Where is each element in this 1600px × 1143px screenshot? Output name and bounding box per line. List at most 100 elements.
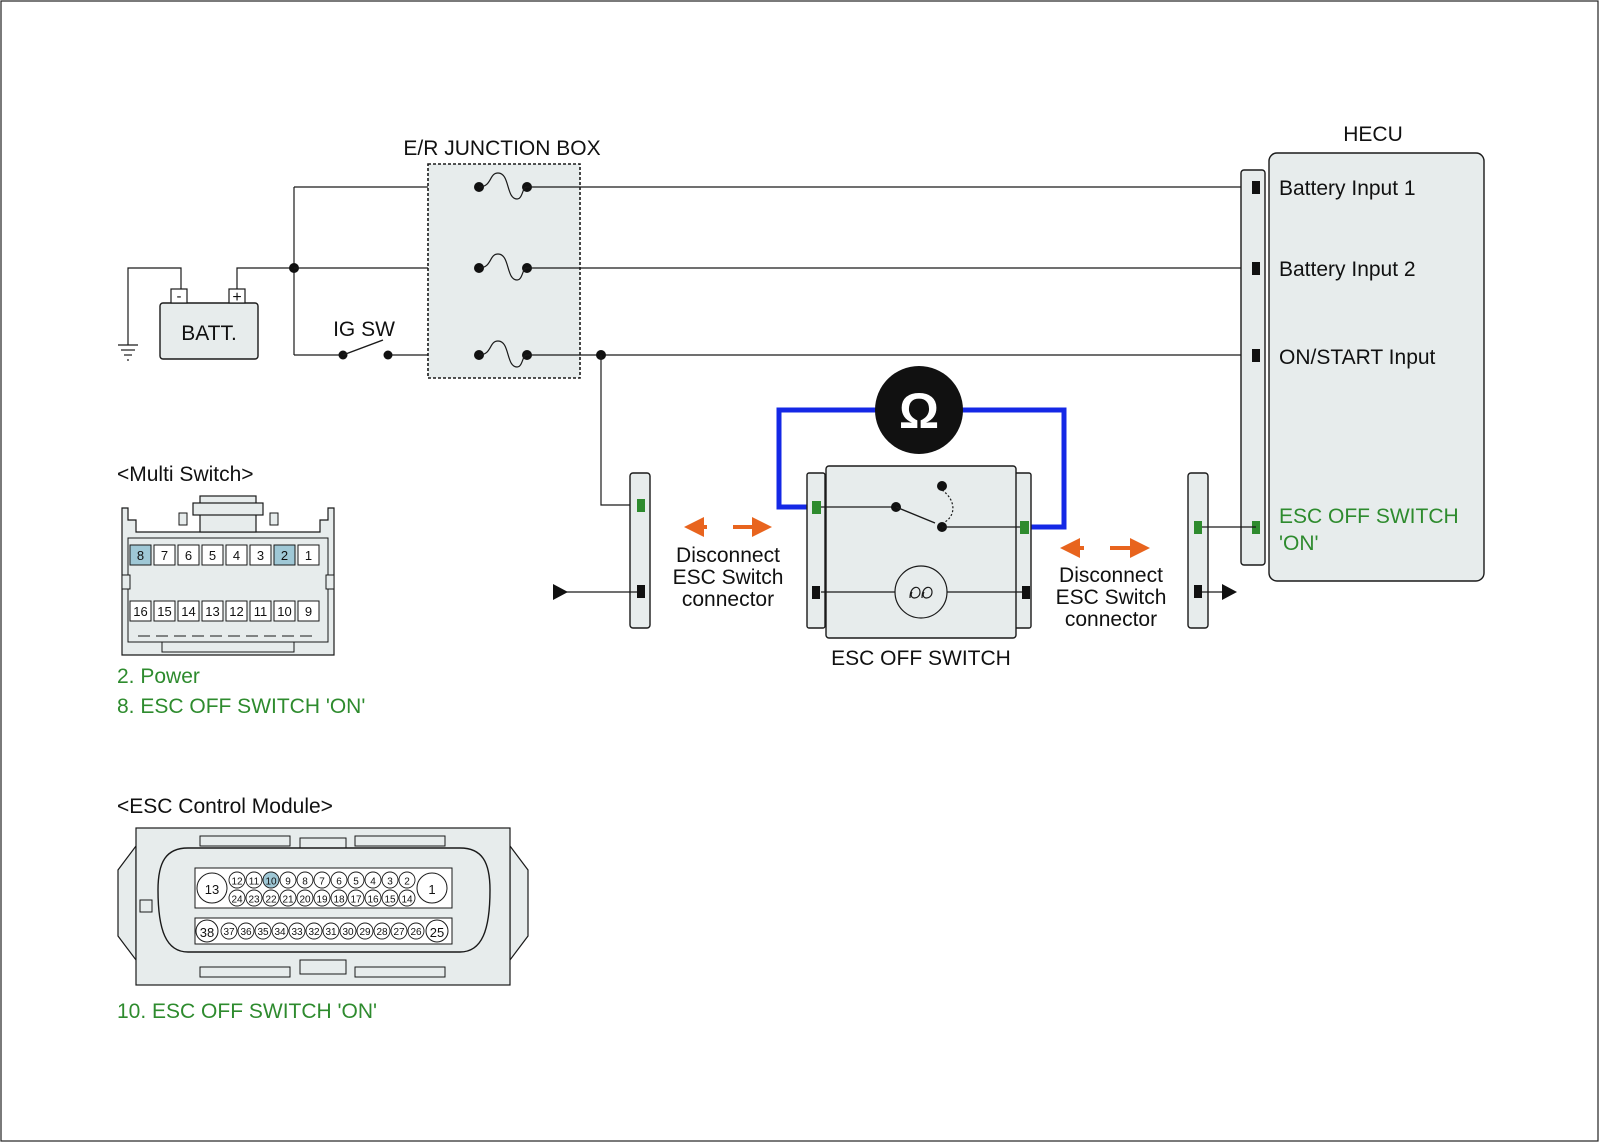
esc-module-pin-cell [245,871,263,889]
multi-switch-pin-2: 2 [281,548,288,563]
esc-module-pin-cell [398,871,416,889]
esc-module-pin-10: 10 [265,877,277,888]
multi-switch-pin-12: 12 [229,604,243,619]
right-disconnect-line-1: Disconnect [1059,564,1163,587]
esc-module-pin-cell [364,889,382,907]
multi-switch-pin-cell [201,544,224,566]
multi-switch-pin-cell [273,544,296,566]
multi-switch-pin-7: 7 [161,548,168,563]
esc-module-pin-cell [381,889,399,907]
esc-module-pin-cell [296,871,314,889]
lamp-icon [894,565,948,619]
multi-switch-pin-cell [297,544,320,566]
hecu-body [1268,152,1485,582]
esc-module-pin-3: 3 [387,877,393,888]
esc-module-pin-cell [245,889,263,907]
ground-icon [118,344,138,361]
esc-pin-13: 13 [205,882,219,897]
arrow-out-icon [1222,584,1237,600]
esc-module-pin-12: 12 [231,877,243,888]
esc-module-pin-15: 15 [384,895,396,906]
esc-module-pin-cell [356,922,374,940]
esc-module-pin-cell [322,922,340,940]
esc-off-switch: Ω ESC OFF SWITCH [776,366,1067,670]
esc-module-pin-cell [330,871,348,889]
esc-module-pin-7: 7 [319,877,325,888]
multi-switch-pin-cell [129,544,152,566]
esc-switch-body [825,465,1017,639]
battery-plus-sign: + [232,289,241,306]
esc-module-pin-cell [279,871,297,889]
multi-switch-pin-3: 3 [257,548,264,563]
multi-switch-pin-8: 8 [137,548,144,563]
right-disconnect-indicator: Disconnect ESC Switch connector [1056,538,1167,631]
esc-module-pin-cell [288,922,306,940]
multi-switch-note-2: 8. ESC OFF SWITCH 'ON' [117,695,365,718]
battery [159,302,259,360]
esc-module-pin-20: 20 [299,895,311,906]
esc-module-pin-17: 17 [350,895,362,906]
esc-module-pin-26: 26 [410,927,422,938]
esc-module-pin-cell [313,871,331,889]
esc-module-pin-cell [347,871,365,889]
multi-switch-pin-cell [177,600,200,622]
battery-label: BATT. [181,322,237,345]
esc-module-pin-23: 23 [248,895,260,906]
esc-module-pin-27: 27 [393,927,405,938]
right-connector [1187,472,1256,629]
multi-switch-pin-5: 5 [209,548,216,563]
esc-module-pin-21: 21 [282,895,294,906]
battery-minus-terminal [170,288,188,304]
left-disconnect-indicator: Disconnect ESC Switch connector [673,517,783,611]
esc-module-title: <ESC Control Module> [117,795,333,818]
battery-plus-terminal [228,288,246,304]
esc-module-pin-cell [228,871,246,889]
esc-module-pin-cell [398,889,416,907]
esc-module-pin-34: 34 [274,927,286,938]
esc-module-pin-2: 2 [404,877,410,888]
esc-pin-38: 38 [200,925,214,940]
esc-module-pin-cell [305,922,323,940]
multi-switch-pin-cell [297,600,320,622]
esc-module-pin-cell [271,922,289,940]
esc-module-pin-6: 6 [336,877,342,888]
esc-module-pin-19: 19 [316,895,328,906]
hecu-esc-off-switch-on-line2: 'ON' [1279,532,1319,555]
esc-module-pin-cell [228,889,246,907]
multi-switch-pin-cell [153,544,176,566]
esc-module-pin-cell [339,922,357,940]
esc-module-pin-cell [330,889,348,907]
esc-module-pin-cell [220,922,238,940]
battery-group: - + BATT. [118,267,294,361]
esc-off-switch-label: ESC OFF SWITCH [831,647,1011,670]
esc-module-pin-30: 30 [342,927,354,938]
esc-module-pin-29: 29 [359,927,371,938]
arrow-in-icon [553,584,568,600]
esc-module-pin-cell [390,922,408,940]
esc-module-pin-cell [237,922,255,940]
esc-module-pin-14: 14 [401,895,413,906]
multi-switch-pin-16: 16 [133,604,147,619]
ig-switch-label: IG SW [333,318,395,341]
left-disconnect-line-1: Disconnect [676,544,780,567]
multi-switch-pin-cell [225,544,248,566]
esc-module-pin-28: 28 [376,927,388,938]
esc-module-pin-36: 36 [240,927,252,938]
esc-module-pin-16: 16 [367,895,379,906]
hecu: HECU Battery Input 1 Battery Input 2 ON/… [1240,123,1485,582]
multi-switch-pin-4: 4 [233,548,240,563]
right-disconnect-line-2: ESC Switch [1056,586,1167,609]
hecu-title: HECU [1343,123,1403,146]
esc-module-note: 10. ESC OFF SWITCH 'ON' [117,1000,377,1023]
esc-module-pin-cell [262,871,280,889]
multi-switch-pin-9: 9 [305,604,312,619]
esc-module-pin-cell [254,922,272,940]
junction-box-title: E/R JUNCTION BOX [403,137,600,160]
esc-module-pin-31: 31 [325,927,337,938]
multi-switch-pin-cell [249,600,272,622]
multi-switch-note-1: 2. Power [117,665,200,688]
ohmmeter-icon: Ω [875,366,963,454]
left-disconnect-line-3: connector [682,588,774,611]
